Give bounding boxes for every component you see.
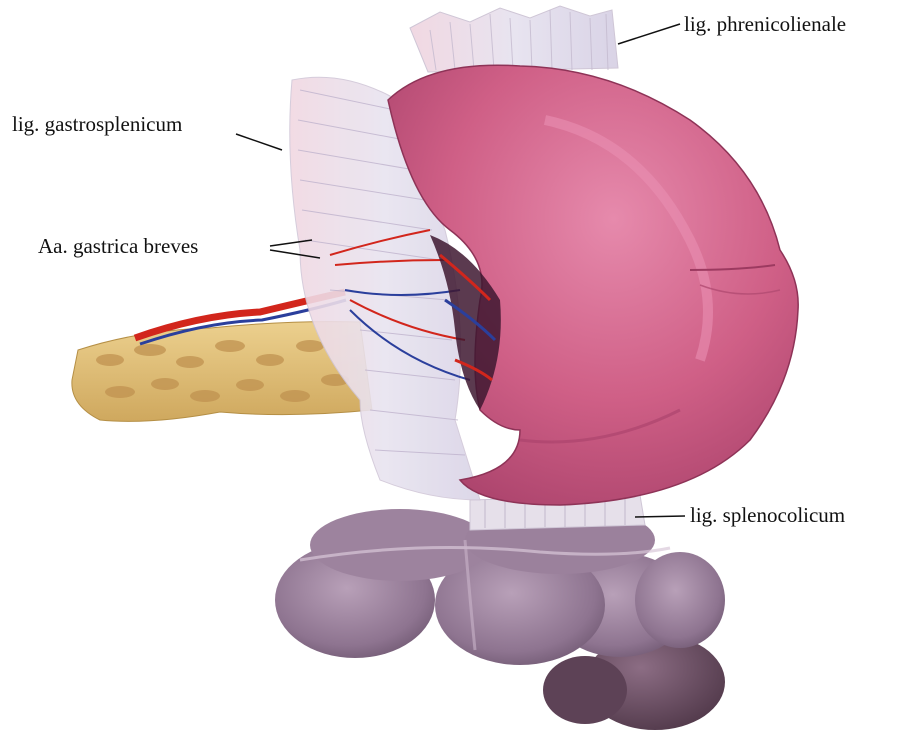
label-lig-gastrosplenicum: lig. gastrosplenicum (12, 114, 182, 135)
label-lig-splenocolicum: lig. splenocolicum (690, 505, 845, 526)
label-aa-gastrica-breves: Aa. gastrica breves (38, 236, 198, 257)
colon-shape (275, 506, 725, 730)
phrenicolienal-ligament-shape (410, 6, 618, 72)
label-lig-phrenicolienale: lig. phrenicolienale (684, 14, 846, 35)
